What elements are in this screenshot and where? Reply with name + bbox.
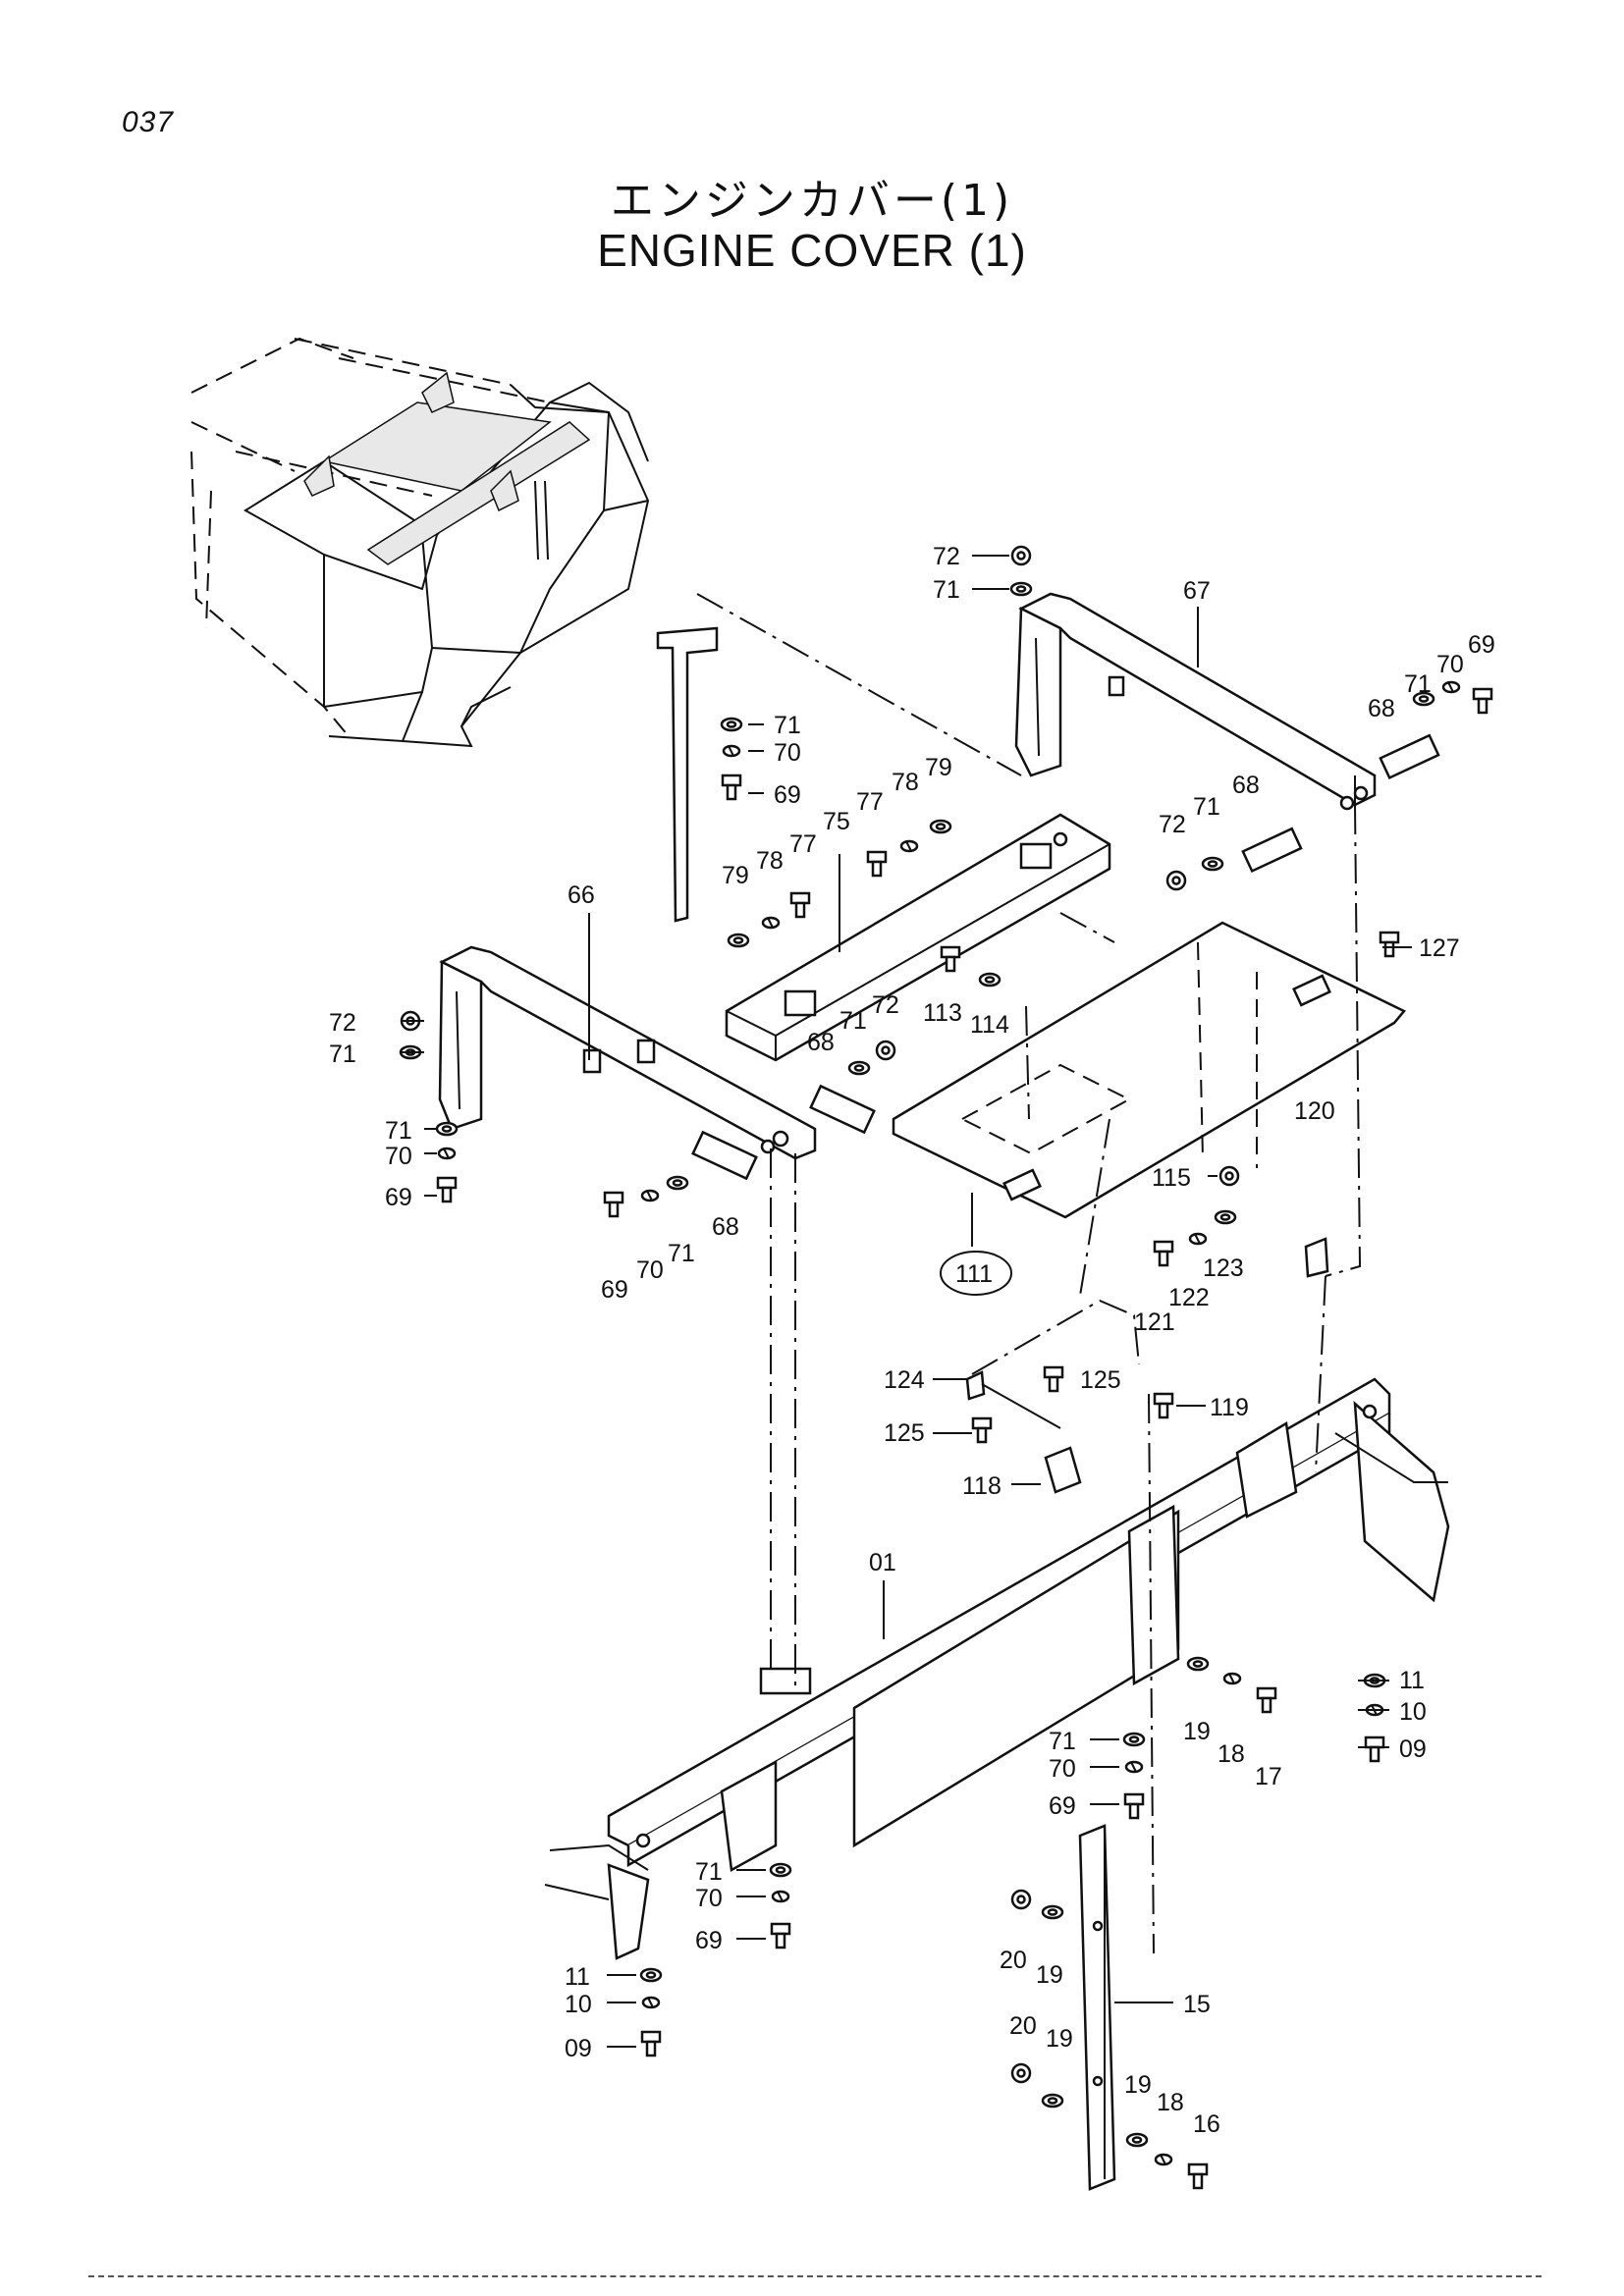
callout-78: 78 [892,769,919,796]
engine-cover-frame-66 [438,945,817,1160]
assembly-guide-lines [770,804,1362,1954]
footer-rule [88,2275,1542,2277]
callout-68: 68 [1368,695,1395,722]
callout-18: 18 [1218,1740,1245,1768]
callout-113: 113 [923,999,962,1027]
callout-19: 19 [1183,1718,1211,1745]
callout-72: 72 [1159,811,1186,838]
vertical-stay-bracket [656,593,1022,923]
callout-120: 120 [1294,1097,1335,1125]
callout-71: 71 [385,1117,412,1145]
callout-70: 70 [1436,651,1464,678]
callout-70: 70 [695,1885,723,1912]
callout-79: 79 [722,862,749,889]
callout-72: 72 [872,991,899,1019]
callout-79: 79 [925,754,952,781]
callout-118: 118 [962,1472,1001,1500]
callout-72: 72 [933,543,960,570]
callout-10: 10 [1399,1698,1427,1726]
callout-09: 09 [1399,1735,1427,1763]
callout-19: 19 [1046,2025,1073,2053]
small-brackets [965,1237,1329,1494]
callout-127: 127 [1419,934,1460,962]
callout-125: 125 [884,1419,925,1447]
callout-69: 69 [601,1276,628,1304]
callout-16: 16 [1193,2110,1220,2138]
callout-123: 123 [1203,1255,1244,1282]
callout-71: 71 [839,1007,867,1035]
fastener-glyphs [399,545,1493,2190]
left-lower-bracket [544,1843,650,1960]
callout-71: 71 [1193,793,1220,821]
callout-18: 18 [1157,2089,1184,2116]
callout-leaders [401,555,1412,2048]
callout-78: 78 [756,847,784,875]
machine-overview-illustration [190,337,650,748]
callout-115: 115 [1152,1164,1191,1192]
callout-69: 69 [1049,1792,1076,1820]
callout-11: 11 [1399,1667,1425,1694]
callout-71: 71 [695,1858,723,1886]
callout-09: 09 [565,2035,592,2062]
callout-labels: 72 71 67 69 70 71 68 71 70 69 79 78 77 7… [329,543,1495,2138]
callout-67: 67 [1183,577,1211,605]
callout-125: 125 [1080,1366,1121,1394]
callout-69: 69 [385,1184,412,1211]
callout-119: 119 [1210,1394,1249,1421]
cross-member-75 [725,813,1111,1062]
callout-124: 124 [884,1366,925,1394]
callout-111: 111 [955,1260,993,1288]
callout-71: 71 [668,1240,695,1267]
callout-77: 77 [856,788,884,816]
page-number: 037 [122,106,175,138]
callout-69: 69 [695,1927,723,1954]
vertical-stay-15 [1078,1824,1116,2191]
callout-20: 20 [1009,2012,1037,2040]
callout-71: 71 [1049,1728,1076,1755]
engine-cover-frame-67 [1014,592,1377,811]
main-frame-01 [607,1377,1450,1872]
callout-70: 70 [385,1143,412,1170]
callout-10: 10 [565,1991,592,2018]
callout-75: 75 [823,808,850,835]
callout-77: 77 [789,830,817,858]
callout-71: 71 [933,576,960,604]
callout-20: 20 [1000,1947,1027,1974]
page-title: ENGINE COVER (1) [597,225,1027,276]
callout-114: 114 [970,1011,1009,1039]
callout-15: 15 [1183,1991,1211,2018]
callout-122: 122 [1168,1284,1210,1311]
callout-01: 01 [869,1549,896,1576]
callout-71: 71 [774,712,801,739]
callout-19: 19 [1124,2071,1152,2099]
callout-70: 70 [774,739,801,767]
callout-68: 68 [1232,772,1260,799]
cover-plate-111 [892,921,1406,1219]
callout-71: 71 [329,1041,356,1068]
page-title-japanese: エンジンカバー(1) [610,176,1014,226]
callout-121: 121 [1134,1308,1175,1336]
callout-66: 66 [568,881,595,909]
callout-70: 70 [1049,1755,1076,1783]
callout-19: 19 [1036,1961,1063,1989]
callout-69: 69 [774,781,801,809]
callout-68: 68 [807,1029,835,1056]
callout-70: 70 [636,1256,664,1284]
callout-72: 72 [329,1009,356,1037]
callout-17: 17 [1255,1763,1282,1790]
callout-71: 71 [1404,670,1432,698]
callout-69: 69 [1468,631,1495,659]
callout-68: 68 [712,1213,739,1241]
callout-11: 11 [565,1963,590,1991]
